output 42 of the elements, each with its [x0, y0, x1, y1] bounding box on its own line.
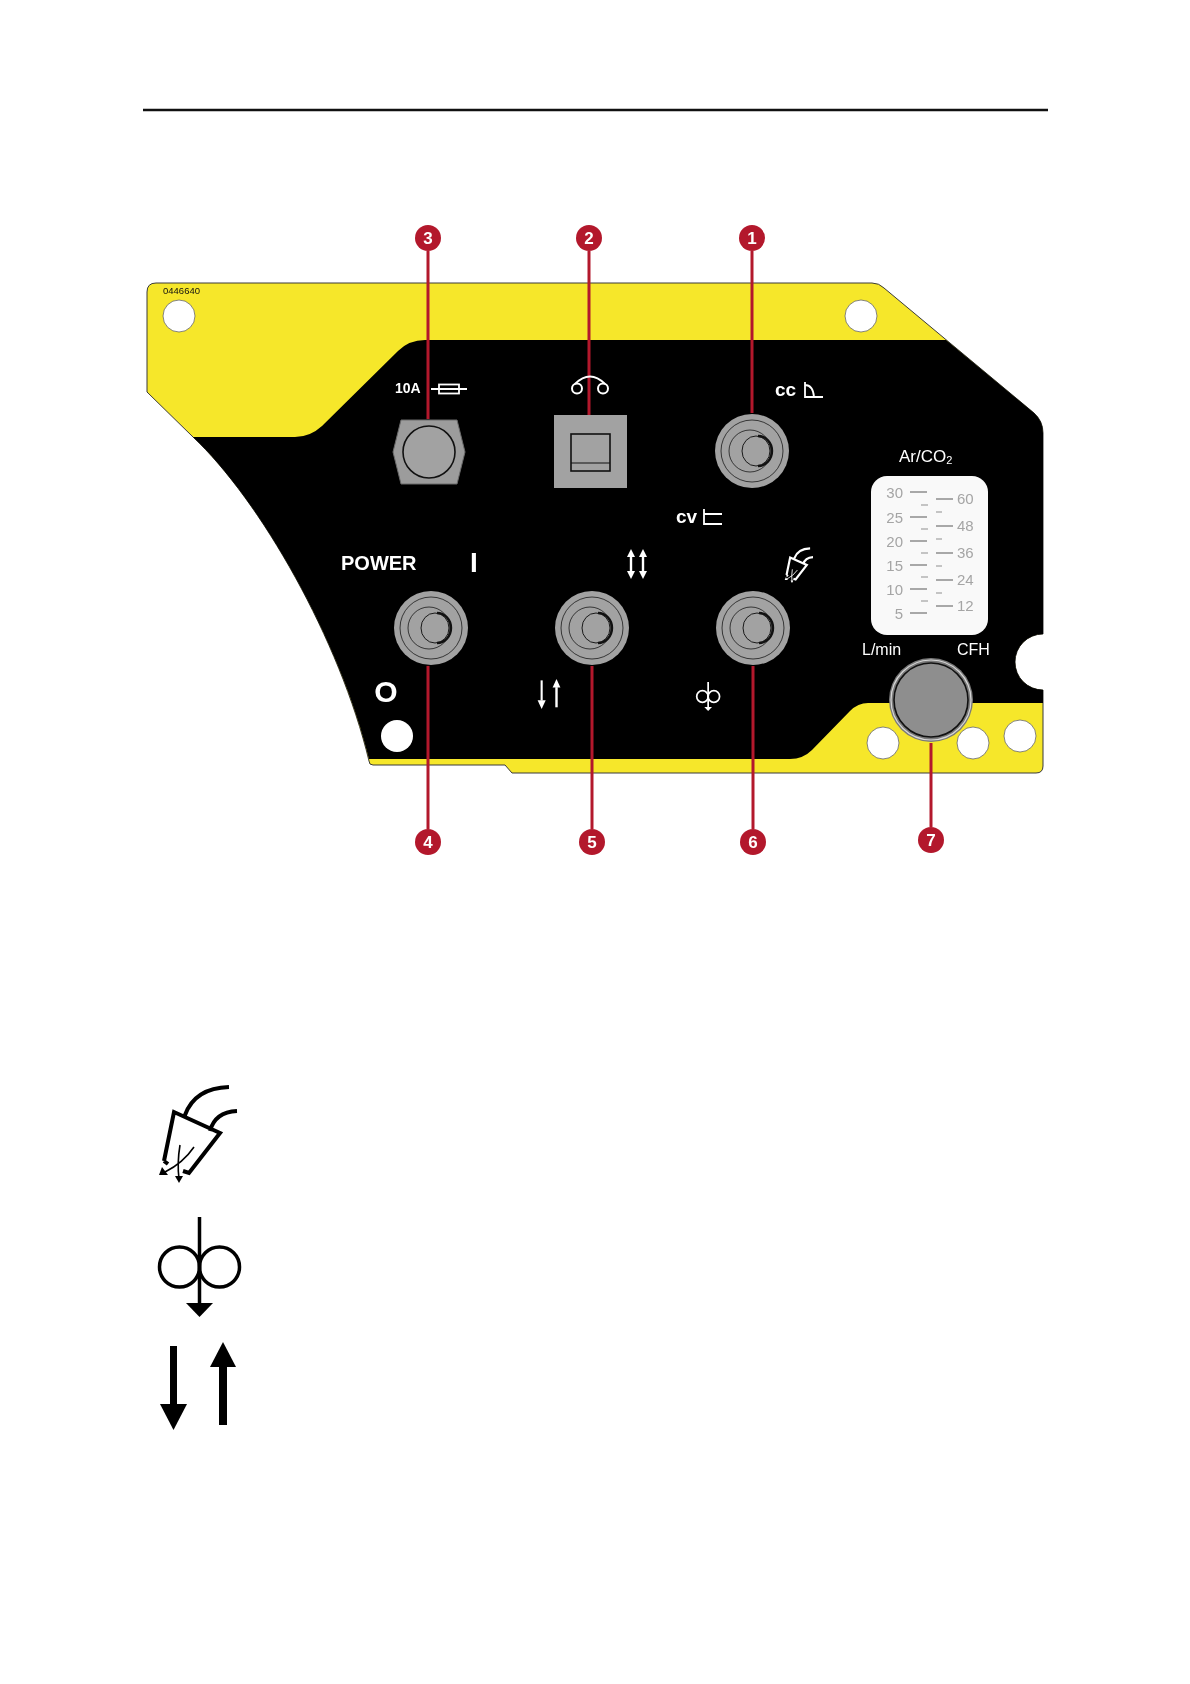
- fuse-holder: [392, 419, 466, 485]
- scale-number: 24: [957, 571, 974, 589]
- mode-label: cv: [676, 506, 698, 528]
- mode-label: cc: [775, 379, 797, 401]
- leader-line: [426, 251, 430, 419]
- scale-number: 60: [957, 490, 974, 508]
- callout-number: 3: [415, 225, 441, 251]
- on-position-label: I: [470, 547, 478, 579]
- scale-number: 30: [886, 484, 903, 502]
- leader-line: [929, 743, 933, 827]
- toggle-switch: [714, 413, 790, 489]
- unit-label: CFH: [957, 641, 990, 659]
- part-number: 0446640: [163, 285, 200, 297]
- callout-number: 6: [740, 829, 766, 855]
- scale-number: 15: [886, 557, 903, 575]
- scale-number: 36: [957, 544, 974, 562]
- leader-line: [590, 666, 594, 829]
- toggle-switch: [715, 590, 791, 666]
- toggle-switch: [393, 590, 469, 666]
- scale-number: 48: [957, 517, 974, 535]
- leader-line: [751, 666, 755, 829]
- leader-line: [750, 251, 754, 413]
- callout-number: 7: [918, 827, 944, 853]
- flow-control-knob: [888, 657, 974, 743]
- leader-line: [426, 665, 430, 829]
- scale-number: 12: [957, 597, 974, 615]
- leader-line: [587, 251, 591, 415]
- callout-number: 2: [576, 225, 602, 251]
- toggle-switch: [554, 590, 630, 666]
- scale-number: 5: [894, 605, 903, 623]
- scale-number: 25: [886, 509, 903, 527]
- scale-number: 20: [886, 533, 903, 551]
- scale-number: 10: [886, 581, 903, 599]
- callout-number: 4: [415, 829, 441, 855]
- callout-number: 1: [739, 225, 765, 251]
- unit-label: L/min: [862, 641, 902, 659]
- switch-label: POWER: [341, 552, 417, 574]
- gas-label: Ar/CO$_{2}$: [899, 447, 953, 467]
- rocker-switch: [554, 415, 627, 488]
- callout-number: 5: [579, 829, 605, 855]
- rating-label: 10A: [395, 381, 421, 397]
- off-position-label: O: [374, 674, 398, 708]
